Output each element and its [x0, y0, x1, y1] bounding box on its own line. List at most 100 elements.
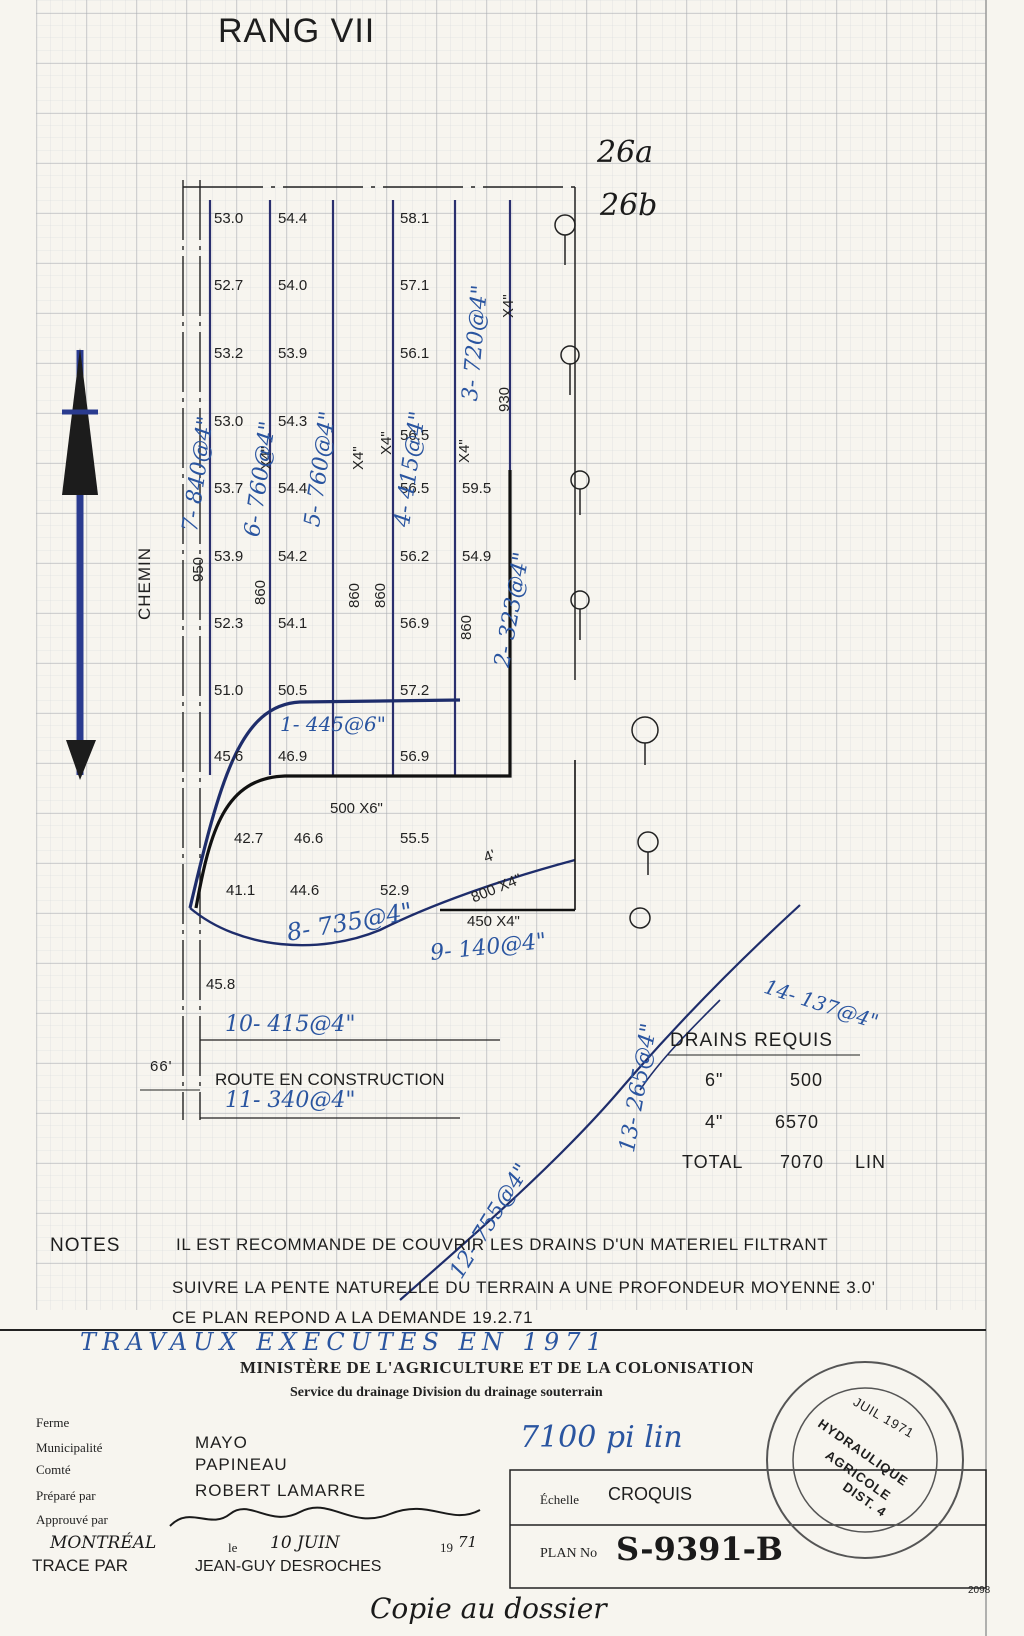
elevation-value: 53.2	[214, 345, 244, 362]
notes-line: IL EST RECOMMANDE DE COUVRIR LES DRAINS …	[176, 1235, 829, 1254]
elevation-value: 51.0	[214, 682, 244, 699]
elevation-value: 45.6	[214, 748, 244, 765]
elevation-value: 58.1	[400, 210, 430, 227]
drain-length: 950	[190, 556, 207, 582]
creek-line	[399, 904, 801, 1301]
service-subtitle: Service du drainage Division du drainage…	[290, 1385, 603, 1400]
drains-table-unit: LIN	[855, 1152, 887, 1172]
notes-line: SUIVRE LA PENTE NATURELLE DU TERRAIN A U…	[172, 1278, 876, 1297]
outlet-drain	[189, 858, 576, 947]
field-le-label: le	[228, 1540, 238, 1555]
drain-length: 860	[372, 582, 389, 608]
total-length-note: 7100 pi lin	[520, 1420, 683, 1455]
field-label-trace: TRACE PAR	[32, 1556, 129, 1575]
collector-drain-upper	[188, 698, 461, 909]
road-chemin-label: CHEMIN	[135, 546, 154, 620]
notes-line: CE PLAN REPOND A LA DEMANDE 19.2.71	[172, 1308, 534, 1327]
elevation-value: 54.2	[278, 548, 308, 565]
drains-table-size: 6"	[705, 1070, 724, 1090]
drains-table-total-label: TOTAL	[682, 1152, 744, 1172]
tree-icon	[554, 214, 659, 929]
elevation-value: 41.1	[226, 882, 256, 899]
elevation-value: 54.4	[278, 210, 308, 227]
lot-26b: 26b	[600, 188, 658, 223]
elevation-value: 56.2	[400, 548, 430, 565]
drains-table-length: 6570	[775, 1112, 820, 1132]
drain-size: X4"	[500, 294, 517, 318]
drain-size: X4"	[350, 446, 367, 470]
elevation-value: 54.0	[278, 277, 308, 294]
stamp-seal	[766, 1361, 964, 1559]
drain-size: X4"	[378, 431, 395, 455]
elevation-value: 56.1	[400, 345, 430, 362]
elevation-value: 56.5	[400, 427, 430, 444]
field-comte: PAPINEAU	[195, 1455, 288, 1474]
drain-length: 860	[252, 579, 269, 605]
elevation-value: 54.9	[462, 548, 492, 565]
elevation-value: 53.7	[214, 480, 244, 497]
plan-number-label: PLAN No	[540, 1546, 598, 1561]
field-label-approuve: Approuvé par	[36, 1512, 108, 1527]
elevation-value: 44.6	[290, 882, 320, 899]
drains-table-total-value: 7070	[780, 1152, 825, 1172]
ministry-title: MINISTÈRE DE L'AGRICULTURE ET DE LA COLO…	[240, 1358, 754, 1377]
field-year: 71	[458, 1533, 478, 1551]
elevation-value: 53.0	[214, 413, 244, 430]
elevation-value: 45.8	[206, 976, 236, 993]
field-label-ferme: Ferme	[36, 1415, 70, 1430]
elevation-value: 54.3	[278, 413, 308, 430]
plan-number-box	[509, 1469, 987, 1589]
drain-label: 11- 340@4"	[225, 1088, 356, 1113]
elevation-value: 57.2	[400, 682, 430, 699]
elevation-value: 46.6	[294, 830, 324, 847]
segment-label: 450 X4"	[467, 913, 520, 930]
elevation-value: 56.9	[400, 748, 430, 765]
field-label-prepare: Préparé par	[36, 1488, 96, 1503]
lot-26a: 26a	[597, 135, 654, 170]
travaux-note: TRAVAUX EXECUTES EN 1971	[80, 1328, 608, 1356]
elevation-value: 53.9	[214, 548, 244, 565]
elevation-value: 52.7	[214, 277, 244, 294]
drains-table-title: DRAINS REQUIS	[670, 1030, 833, 1051]
signature-approuve	[169, 1506, 481, 1527]
elevation-value: 53.9	[278, 345, 308, 362]
elevation-value: 42.7	[234, 830, 264, 847]
drain-label: 1- 445@6"	[280, 712, 386, 736]
elevation-value: 54.4	[278, 480, 308, 497]
field-prepare: ROBERT LAMARRE	[195, 1481, 367, 1500]
creek-line-2	[639, 999, 721, 1091]
field-municipalite: MAYO	[195, 1433, 248, 1452]
field-date: 10 JUIN	[270, 1533, 340, 1553]
field-lieu: MONTRÉAL	[50, 1533, 157, 1553]
elevation-value: 53.0	[214, 210, 244, 227]
echelle-label: Échelle	[540, 1492, 579, 1507]
plan-number: S-9391-B	[616, 1530, 783, 1568]
drain-length: 860	[346, 582, 363, 608]
drain-size: X4"	[456, 439, 473, 463]
drain-length: 930	[496, 386, 513, 412]
drains-table-length: 500	[790, 1070, 824, 1090]
field-year-prefix: 19	[440, 1540, 453, 1555]
echelle-value: CROQUIS	[608, 1484, 693, 1504]
elevation-value: 56.5	[400, 480, 430, 497]
elevation-value: 54.1	[278, 615, 308, 632]
form-number: 2098	[968, 1585, 991, 1596]
elevation-value: 52.3	[214, 615, 244, 632]
rang-title: RANG VII	[218, 12, 376, 50]
lateral-drains	[208, 200, 512, 775]
segment-label: 500 X6"	[330, 800, 383, 817]
drains-table-size: 4"	[705, 1112, 724, 1132]
collector-drain-lower	[194, 470, 512, 909]
footer-note: Copie au dossier	[370, 1592, 607, 1625]
road-construction-label: ROUTE EN CONSTRUCTION	[215, 1070, 445, 1089]
elevation-value: 52.9	[380, 882, 410, 899]
elevation-value: 46.9	[278, 748, 308, 765]
elevation-value: 55.5	[400, 830, 430, 847]
elevation-value: 50.5	[278, 682, 308, 699]
field-trace: JEAN-GUY DESROCHES	[195, 1558, 382, 1575]
elevation-value: 57.1	[400, 277, 430, 294]
elevation-value: 56.9	[400, 615, 430, 632]
notes-label: NOTES	[50, 1235, 121, 1256]
